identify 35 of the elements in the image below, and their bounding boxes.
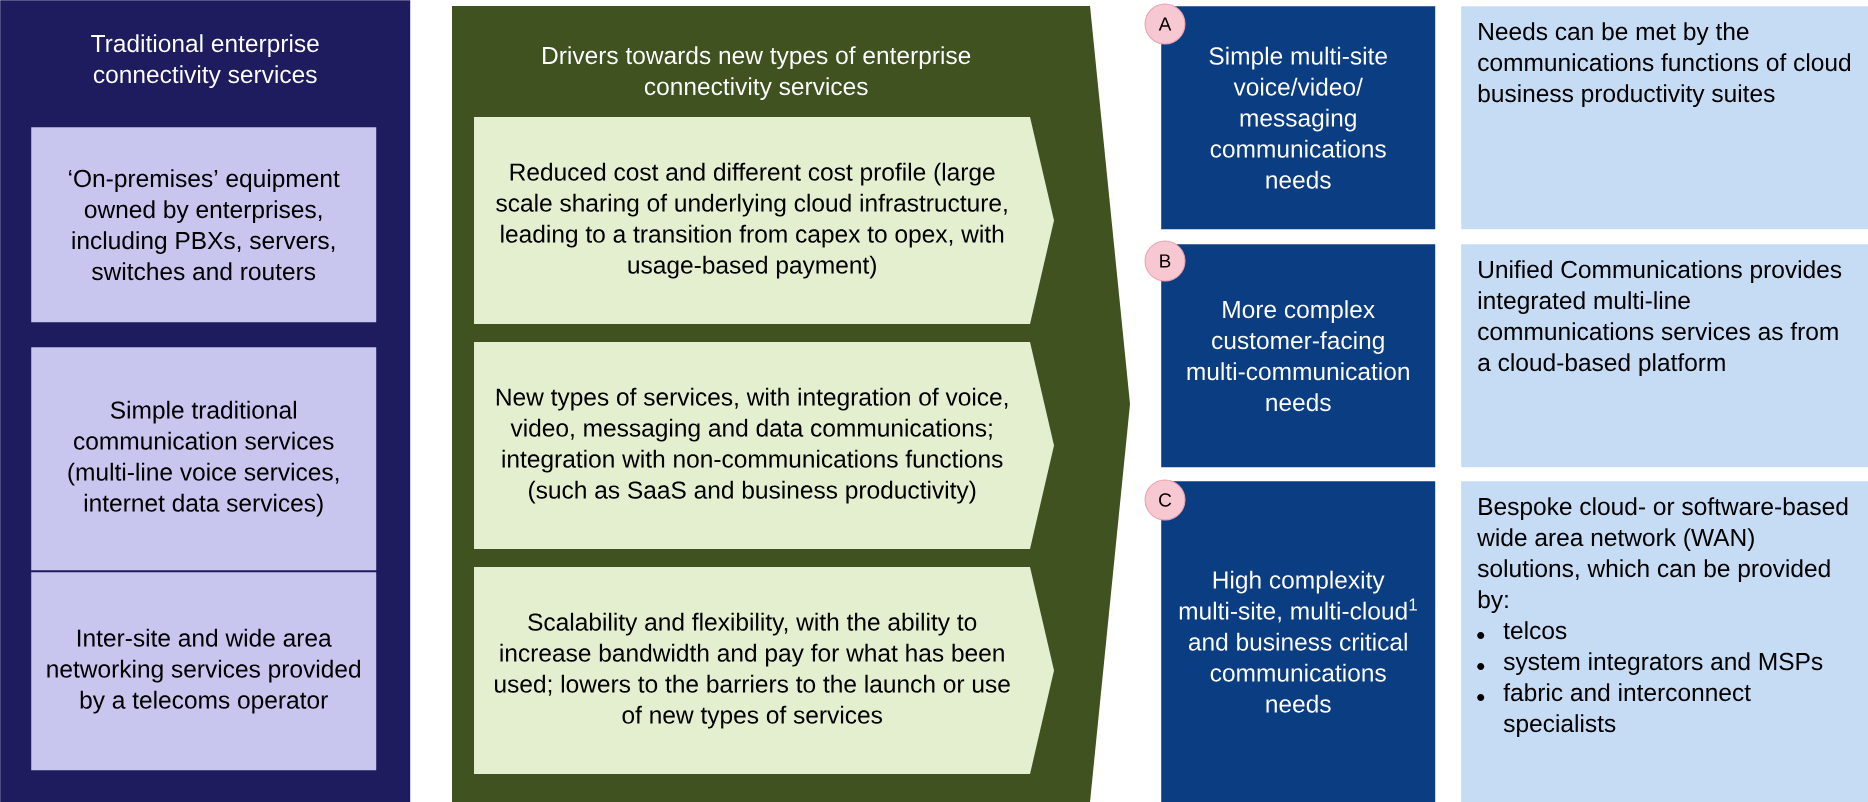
description-box [1461, 481, 1868, 802]
node-text: B [1160, 254, 1171, 268]
node-text: Inter-site and wide area networking services provided by a telecoms operator [47, 628, 360, 714]
node-text: High complexity multi-site, multi-cloud$^{1}$ and business critical communications needs [1179, 570, 1417, 713]
letter-circle [1144, 3, 1186, 45]
list-item: system integrators and MSPs [1503, 652, 1823, 675]
letter-circle [1144, 479, 1186, 521]
node-text: ‘On-premises’ equipment owned by enterprises, including PBXs, servers, switches and routers [69, 169, 340, 281]
node-text: C [1159, 493, 1172, 507]
node-text: Reduced cost and different cost profile (large scale sharing of underlying cloud infrastructure, leading to a transition from capex to opex, with usage-based payment) [496, 162, 1007, 279]
node-text: Traditional enterprise connectivity services [91, 34, 319, 88]
description-box [1461, 6, 1868, 230]
node-text: Bespoke cloud- or software-based wide area network (WAN) solutions, which can be provided by: [1477, 497, 1848, 613]
node-text: More complex customer-facing multi-communication needs [1187, 300, 1409, 412]
node-text: Unified Communications provides integrated multi-line communications services as from a cloud-based platform [1478, 260, 1842, 376]
node-text: Scalability and flexibility, with the ability to increase bandwidth and pay for what has been used; lowers to the barriers to the launch or use of new types of services [495, 612, 1010, 729]
list-item: telcos [1503, 621, 1567, 640]
need-box [1161, 6, 1436, 230]
letter-circle [1144, 240, 1186, 282]
service-box [31, 347, 377, 571]
node-text: Simple traditional communication services (multi-line voice services, internet data services) [68, 400, 339, 517]
node-text: Simple multi-site voice/video/ messaging communications needs [1209, 46, 1387, 189]
need-box [1161, 481, 1436, 802]
driver-box [474, 117, 1054, 324]
list-item: fabric and interconnect specialists [1503, 683, 1751, 737]
driver-box [474, 567, 1054, 774]
node-text: A [1158, 17, 1172, 31]
service-box [31, 127, 377, 323]
node-text: Needs can be met by the communications functions of cloud business productivity suites [1478, 22, 1851, 107]
description-box [1461, 244, 1868, 468]
need-box [1161, 244, 1436, 468]
node-text: Drivers towards new types of enterprise connectivity services [543, 46, 971, 100]
node-text: New types of services, with integration of voice, video, messaging and data communications; integration with non-communications functions (such as SaaS and business productivity) [496, 387, 1008, 504]
driver-box [474, 342, 1054, 549]
service-box [31, 572, 377, 771]
